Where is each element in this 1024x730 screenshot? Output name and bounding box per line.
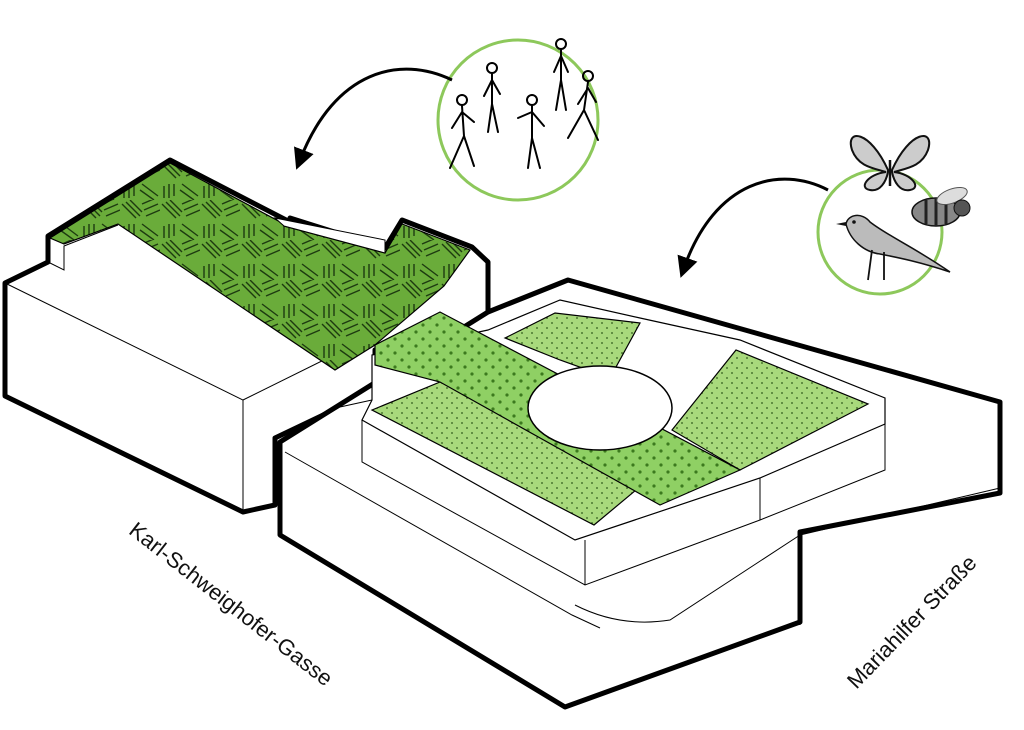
person-figure xyxy=(567,70,599,141)
person-figure xyxy=(449,94,475,169)
left-building-parapet xyxy=(47,224,119,271)
courtyard-edge xyxy=(361,420,886,586)
wildlife-group xyxy=(816,135,971,296)
person-figure xyxy=(553,38,569,111)
podium-edge xyxy=(284,451,601,629)
roof-notch xyxy=(273,217,386,254)
podium-edge xyxy=(799,487,1001,536)
person-figure xyxy=(517,94,545,169)
circular-skylight xyxy=(527,365,673,451)
curved-arrow-icon xyxy=(294,67,453,170)
podium-edge xyxy=(279,399,373,443)
people-group-icon xyxy=(436,38,600,202)
bird-icon xyxy=(836,214,951,281)
person-figure xyxy=(483,62,501,133)
green-roof-right-field xyxy=(671,349,870,471)
curved-arrow-icon xyxy=(677,177,829,278)
bee-icon xyxy=(911,186,971,227)
left-building xyxy=(2,157,491,515)
green-roof-top-field xyxy=(503,312,641,379)
podium-curve xyxy=(574,534,801,623)
right-building xyxy=(277,277,1003,710)
butterfly-icon xyxy=(849,135,931,192)
